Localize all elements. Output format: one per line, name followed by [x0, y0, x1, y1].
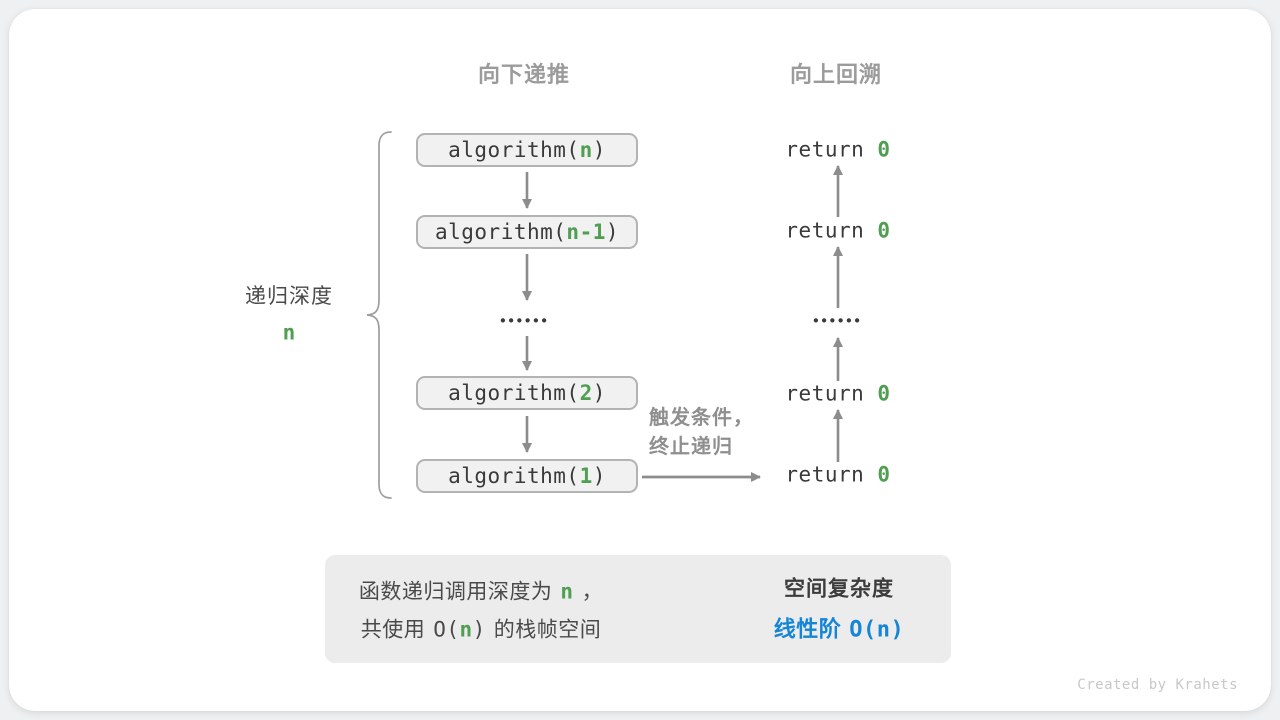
credit-text: Created by Krahets	[1077, 677, 1238, 693]
call-text: algorithm(n)	[448, 137, 606, 162]
depth-value: n	[282, 320, 296, 345]
return-statement: return 0	[785, 137, 891, 162]
return-statement: return 0	[785, 381, 891, 406]
complexity-title: 空间复杂度	[784, 577, 894, 601]
call-text: algorithm(2)	[448, 380, 606, 405]
call-box-2: algorithm(2)	[416, 376, 638, 410]
column-header-backtrack: 向上回溯	[789, 62, 883, 87]
call-text: algorithm(1)	[448, 463, 606, 488]
ellipsis-right: ••••••	[813, 312, 863, 330]
ellipsis-left: ••••••	[500, 312, 550, 330]
base-case-label: 触发条件， 终止递归	[649, 404, 754, 462]
column-header-recurse: 向下递推	[477, 62, 571, 87]
return-statement: return 0	[785, 462, 891, 487]
base-case-line1: 触发条件，	[649, 407, 754, 429]
call-box-n: algorithm(n)	[416, 133, 638, 167]
summary-panel	[325, 555, 951, 663]
call-box-n-1: algorithm(n-1)	[416, 215, 638, 249]
call-box-1: algorithm(1)	[416, 459, 638, 493]
return-statement: return 0	[785, 218, 891, 243]
base-case-line2: 终止递归	[649, 436, 733, 458]
call-text: algorithm(n-1)	[434, 219, 620, 244]
depth-label: 递归深度	[245, 285, 333, 308]
